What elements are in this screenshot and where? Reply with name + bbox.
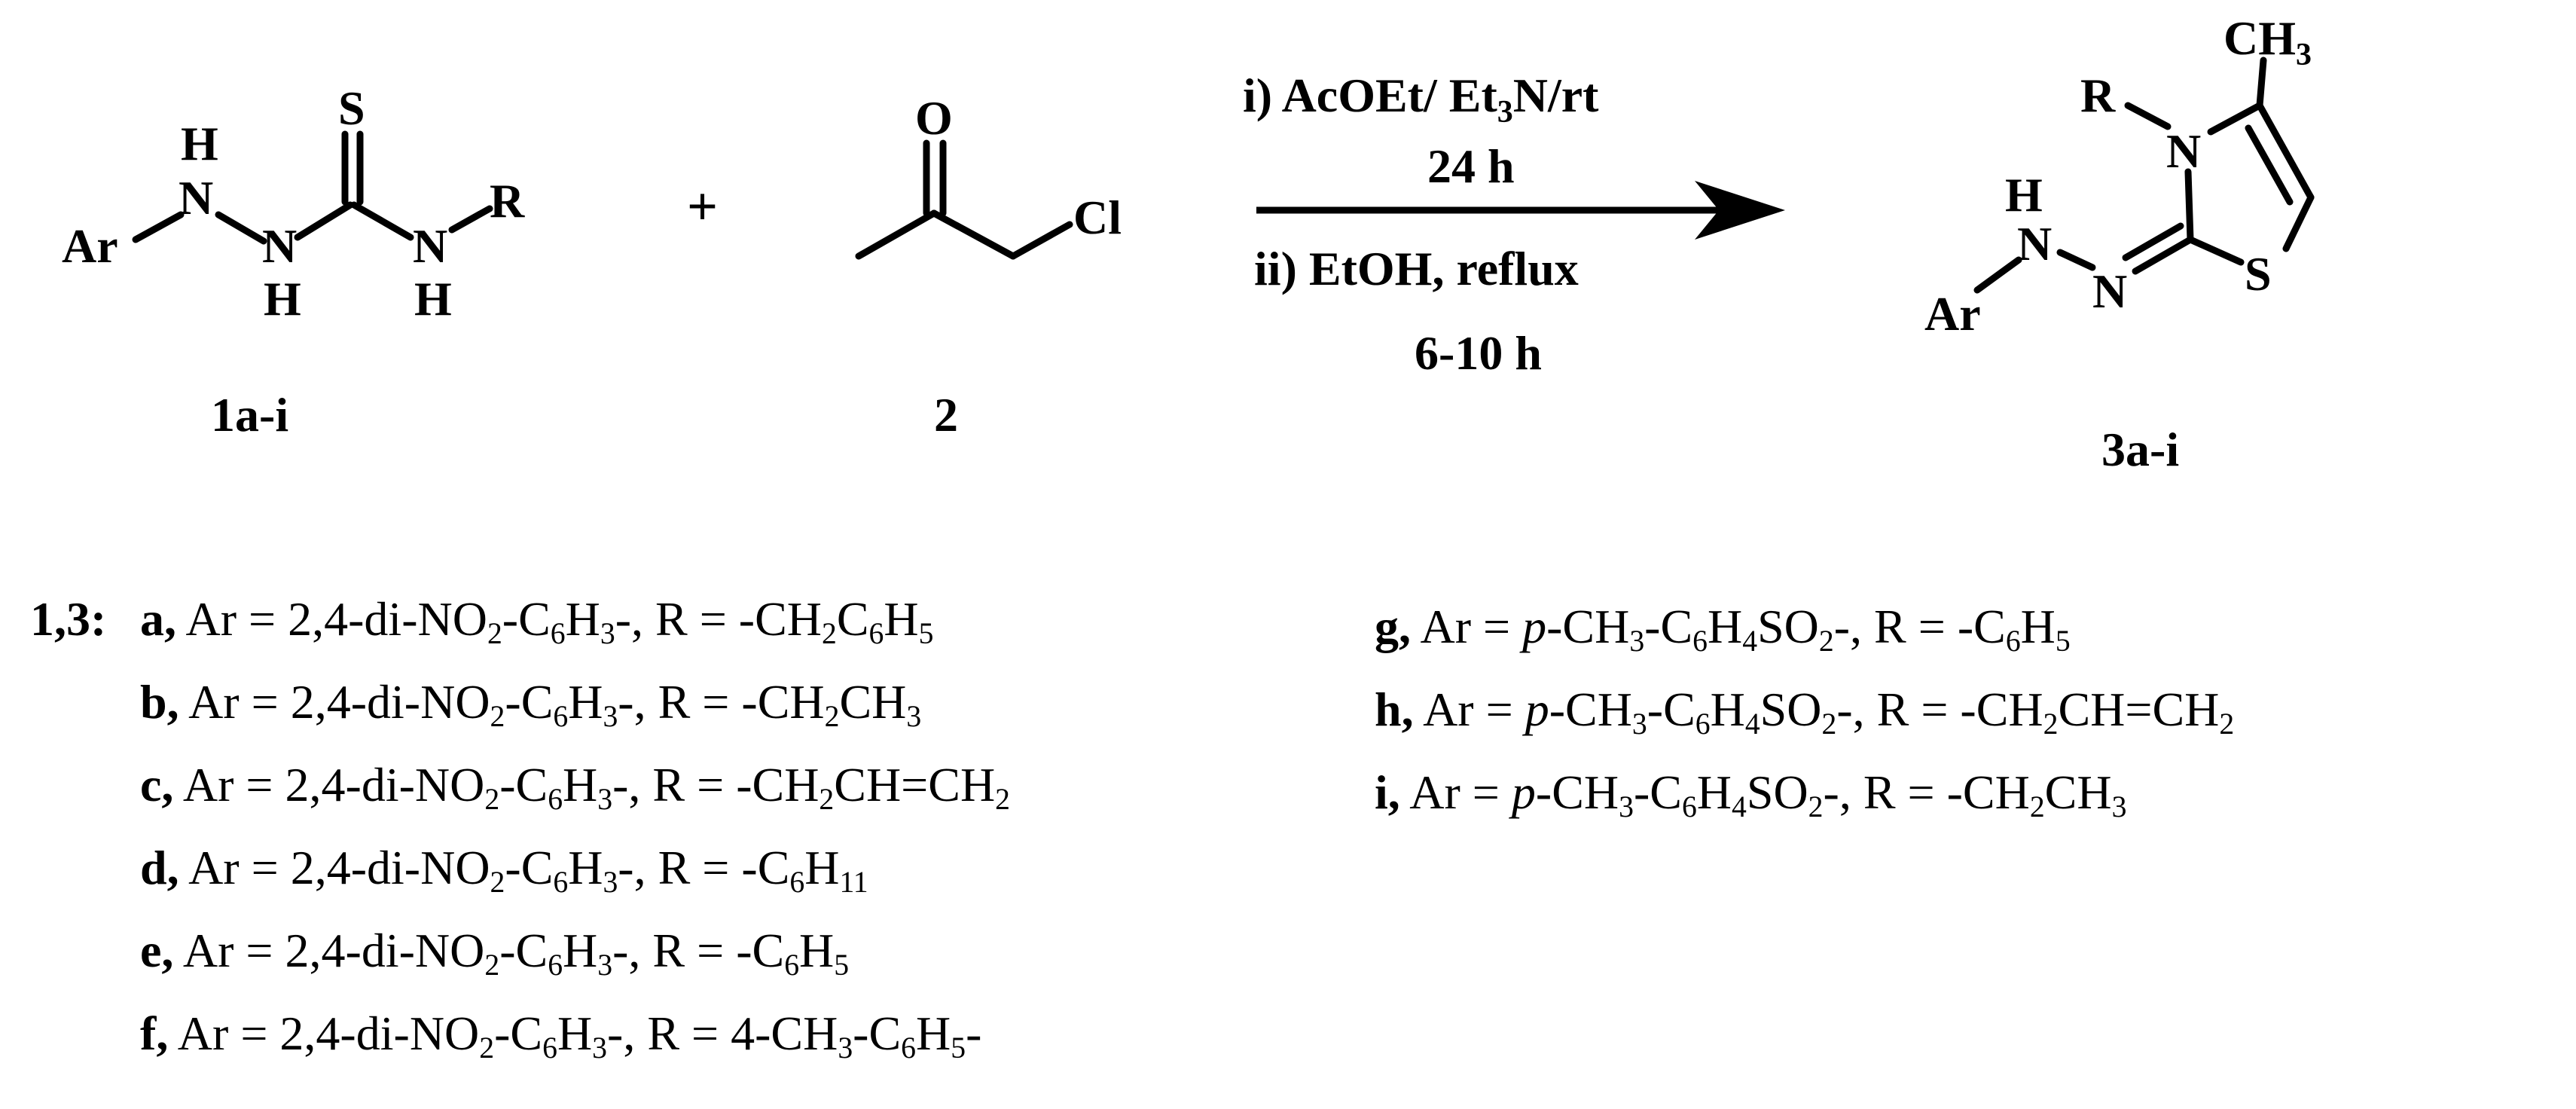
bond-c-n3 <box>350 201 414 241</box>
atom-product-s: S <box>2245 247 2272 301</box>
bond-c5-s <box>2282 194 2315 252</box>
atom-product-ar: Ar <box>1924 287 1981 341</box>
condition-step-1-time: 24 h <box>1427 139 1515 193</box>
plus-sign: + <box>687 176 718 237</box>
bond-c2-n-exo-1 <box>2132 236 2194 275</box>
atom-r: R <box>490 174 525 228</box>
legend-entry-f: f, Ar = 2,4-di-NO2-C6H3-, R = 4-CH3-C6H5… <box>140 1007 982 1065</box>
atom-product-n-exo: N <box>2092 264 2127 318</box>
atom-n3: N <box>413 219 447 273</box>
atom-n2: N <box>262 219 297 273</box>
atom-product-nh-h: H <box>2005 168 2043 221</box>
bond-n1-n2 <box>215 211 267 245</box>
legend-entry-b: b, Ar = 2,4-di-NO2-C6H3-, R = -CH2CH3 <box>140 675 922 734</box>
legend-entry-g: g, Ar = p-CH3-C6H4SO2-, R = -C6H5 <box>1375 600 2071 658</box>
bond-ar-n1 <box>132 211 185 243</box>
bond-c2-n <box>2184 168 2194 243</box>
atom-ar: Ar <box>62 219 118 273</box>
atom-n1: N <box>179 171 213 225</box>
atom-product-nh-n: N <box>2017 217 2052 270</box>
product-structure: R N CH3 S N N H Ar <box>1924 11 2315 341</box>
bond-ch3-co <box>855 209 938 260</box>
atom-s: S <box>338 81 365 135</box>
atom-h2: H <box>264 272 301 325</box>
bond-co-ch2 <box>930 209 1017 260</box>
legend-entry-h: h, Ar = p-CH3-C6H4SO2-, R = -CH2CH=CH2 <box>1375 683 2235 741</box>
bond-c2-n-exo-2 <box>2122 222 2184 261</box>
product-label: 3a-i <box>2101 423 2179 476</box>
bond-nh-ar <box>1973 256 2022 294</box>
atom-o: O <box>915 91 953 145</box>
atom-h1: H <box>181 117 218 170</box>
legend-entry-d: d, Ar = 2,4-di-NO2-C6H3-, R = -C6H11 <box>140 841 868 900</box>
atom-product-ch3: CH3 <box>2223 11 2312 72</box>
bond-s-c2 <box>2187 236 2245 266</box>
bond-n2-c <box>294 201 354 241</box>
bond-c4-c5-1 <box>2256 102 2315 201</box>
bond-n3-r <box>448 205 493 234</box>
arrow-head <box>1695 181 1785 240</box>
bond-n-c4 <box>2207 102 2263 136</box>
reactant-2-structure: O Cl <box>855 91 1122 260</box>
bond-c4-c5-2 <box>2245 124 2294 206</box>
condition-step-2-time: 6-10 h <box>1415 326 1542 380</box>
reactant-1-label: 1a-i <box>211 388 288 441</box>
condition-step-1: i) AcOEt/ Et3N/rt <box>1243 69 1599 130</box>
legend-entry-i: i, Ar = p-CH3-C6H4SO2-, R = -CH2CH3 <box>1375 765 2127 824</box>
legend-entry-c: c, Ar = 2,4-di-NO2-C6H3-, R = -CH2CH=CH2 <box>140 758 1010 817</box>
legend-prefix: 1,3: <box>30 592 107 646</box>
atom-h3: H <box>414 272 452 325</box>
reaction-arrow <box>1256 181 1785 240</box>
condition-step-2: ii) EtOH, reflux <box>1254 242 1579 295</box>
atom-cl: Cl <box>1073 191 1122 244</box>
bond-ch2-cl <box>1009 221 1073 260</box>
legend-entry-a: a, Ar = 2,4-di-NO2-C6H3-, R = -CH2C6H5 <box>140 592 934 651</box>
atom-product-n-ring: N <box>2166 124 2201 178</box>
bond-n-nh <box>2056 249 2096 271</box>
reactant-2-label: 2 <box>934 388 958 441</box>
bond-c4-ch3 <box>2256 57 2267 109</box>
atom-product-r: R <box>2080 69 2116 122</box>
legend-entry-e: e, Ar = 2,4-di-NO2-C6H3-, R = -C6H5 <box>140 924 850 982</box>
reactant-1-structure: Ar N H N H S N H R <box>62 81 525 325</box>
bond-r-n <box>2124 102 2172 130</box>
